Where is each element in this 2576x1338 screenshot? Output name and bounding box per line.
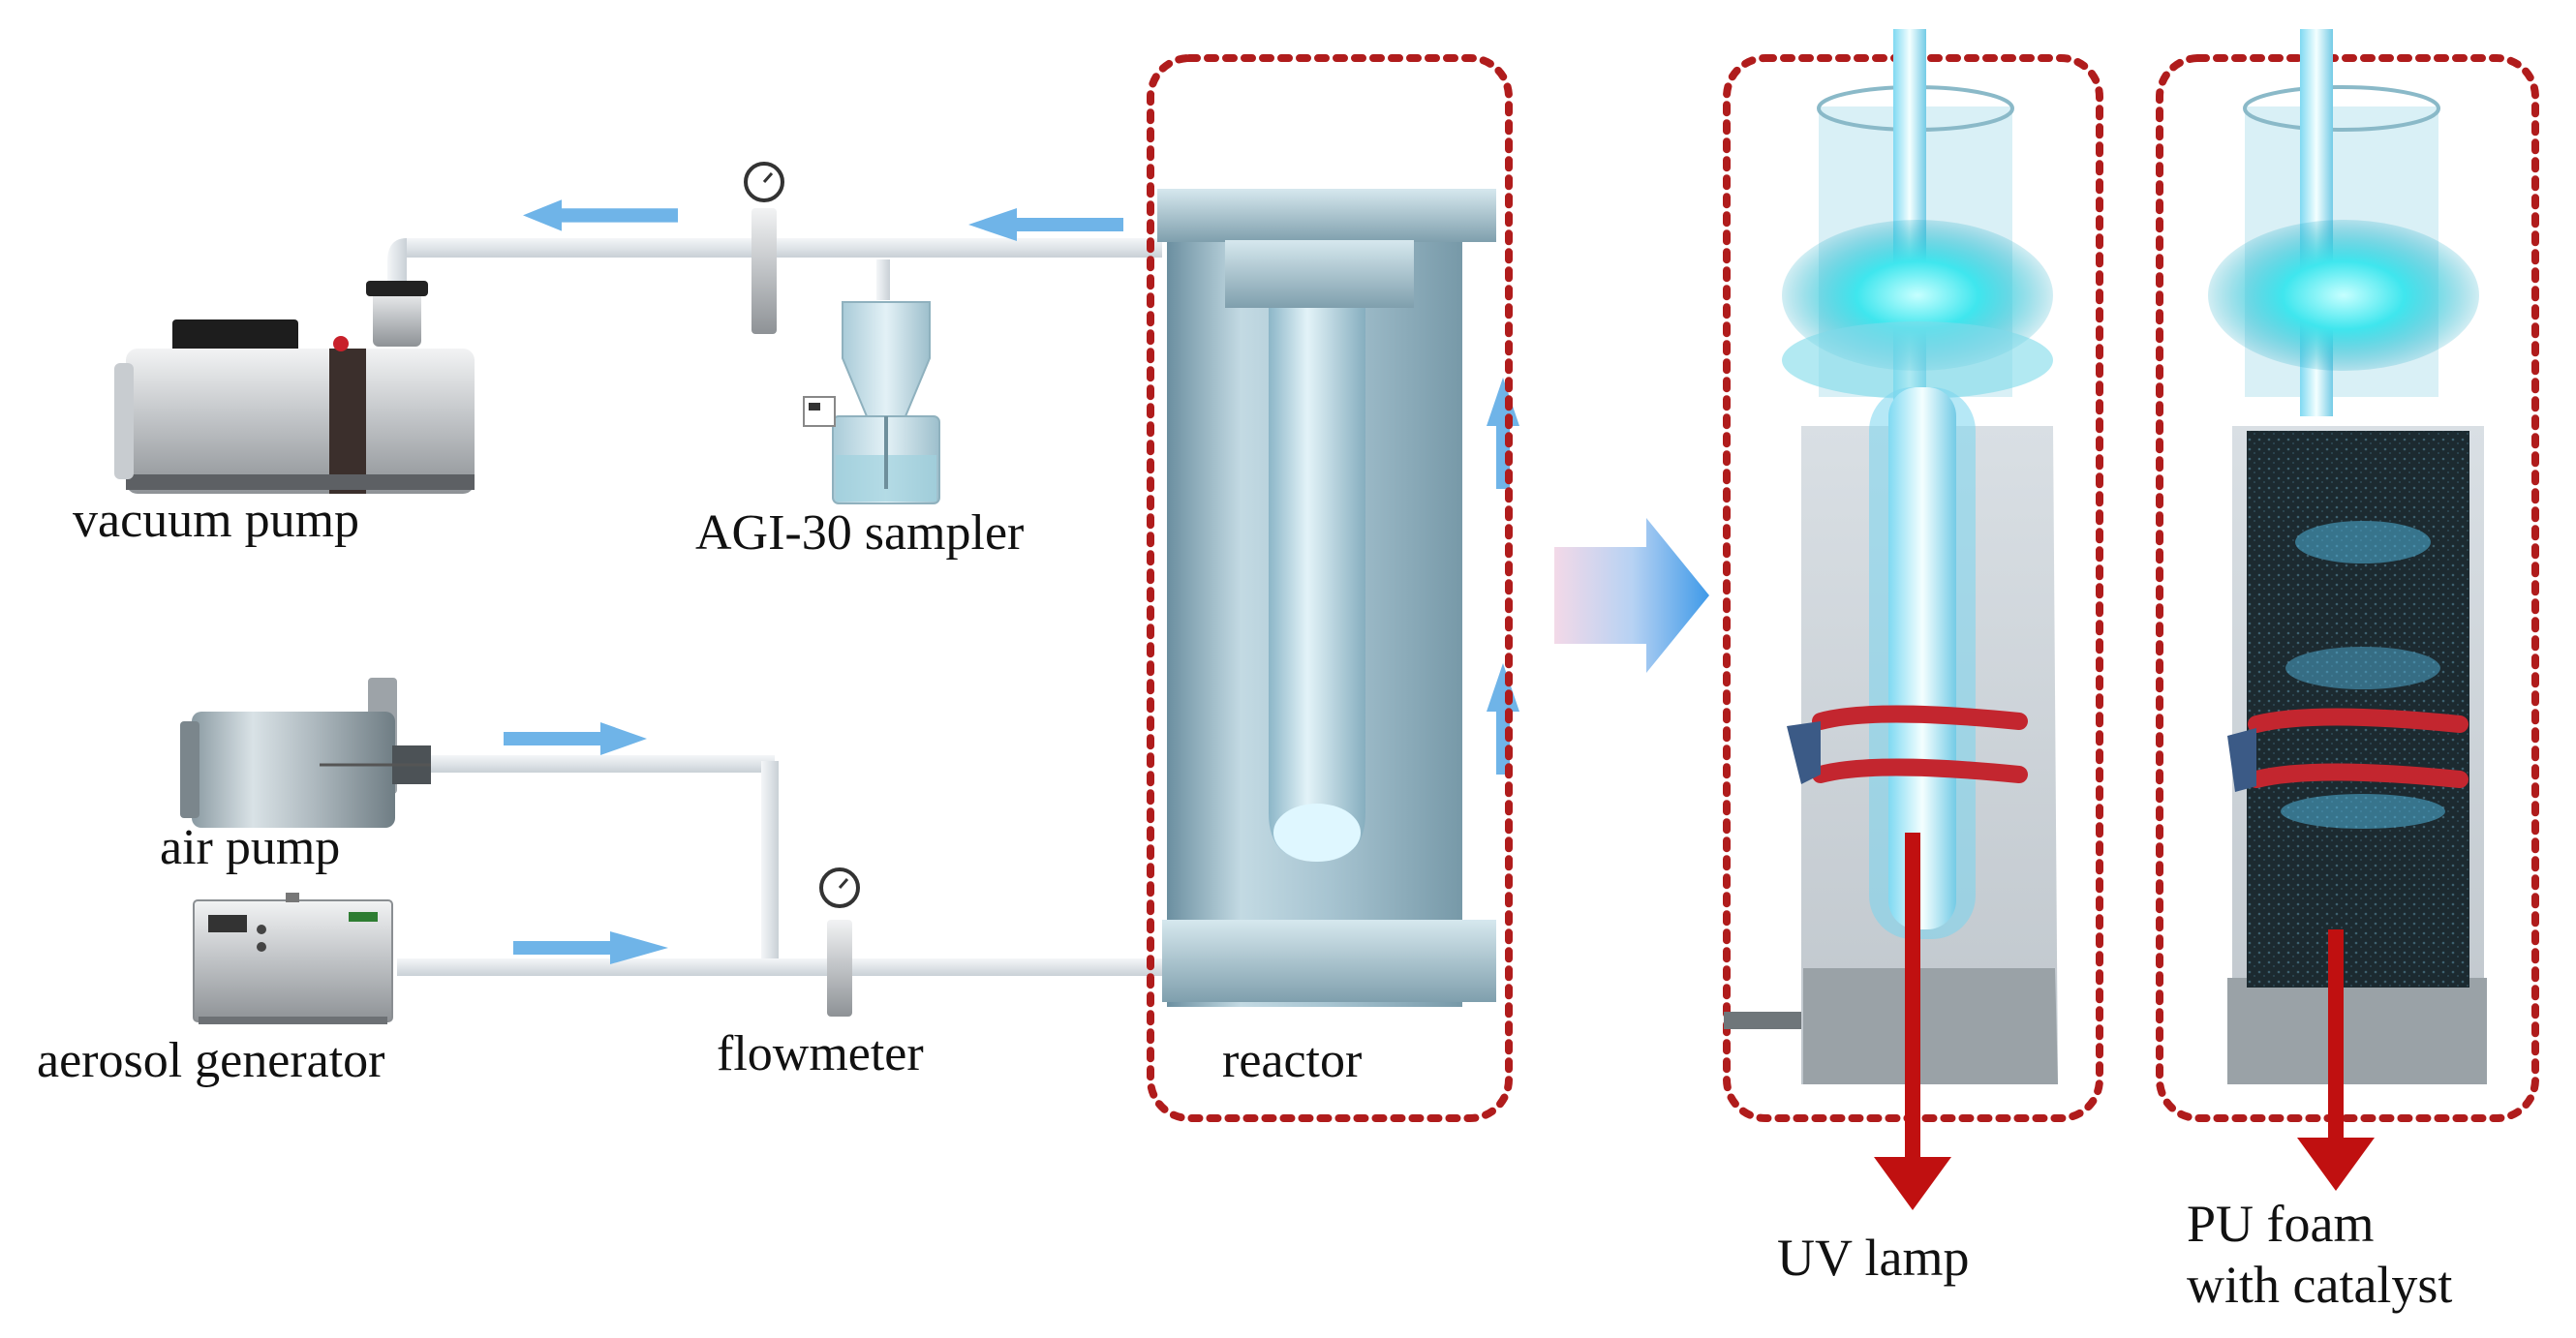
pipe-air-pump — [426, 755, 775, 773]
pipe-aerosol-to-reactor — [397, 958, 1162, 976]
label-flowmeter: flowmeter — [717, 1026, 924, 1081]
pipe-elbow-vacuum — [387, 238, 407, 290]
vacuum-pump — [114, 281, 475, 494]
label-agi-30-sampler: AGI-30 sampler — [695, 505, 1025, 561]
pu-foam-highlight-box — [2156, 54, 2539, 1122]
pu-foam-pointer — [2328, 929, 2344, 1142]
uv-lamp-pointer — [1905, 833, 1920, 1162]
pipe-sampler-to-pump — [407, 238, 833, 258]
aerosol-generator — [193, 893, 393, 1024]
label-vacuum-pump: vacuum pump — [73, 493, 360, 548]
uv-lamp-photo — [1724, 29, 2058, 1084]
pu-foam-photo — [2208, 29, 2487, 1084]
reactor-highlight-box — [1147, 54, 1513, 1122]
reactor — [1157, 189, 1496, 1007]
flow-arrows — [504, 199, 1519, 964]
gauge-flowmeter — [819, 867, 860, 1017]
label-pu-foam-line1: PU foam — [2187, 1195, 2375, 1253]
label-pu-foam-line2: with catalyst — [2187, 1256, 2453, 1314]
label-reactor: reactor — [1222, 1033, 1363, 1088]
transition-arrow — [1554, 518, 1709, 673]
label-uv-lamp: UV lamp — [1777, 1229, 1970, 1287]
pointer-arrows — [1874, 833, 2375, 1210]
label-air-pump: air pump — [160, 820, 341, 875]
label-aerosol-generator: aerosol generator — [37, 1033, 385, 1088]
gauge-top — [744, 162, 784, 334]
pipe-reactor-to-sampler — [833, 238, 1162, 258]
pipe-air-pump-down — [761, 761, 779, 964]
agi-30-sampler — [803, 259, 940, 504]
air-pump — [180, 678, 431, 828]
